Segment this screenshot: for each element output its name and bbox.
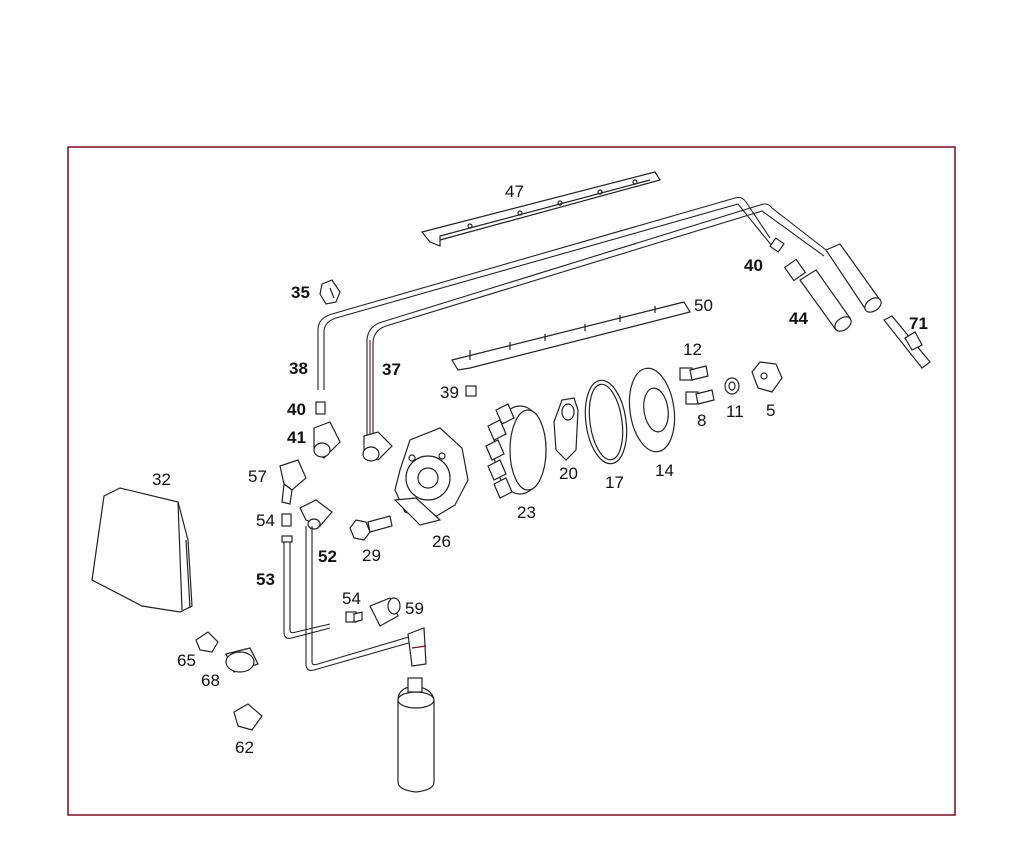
gasket-17 xyxy=(584,379,628,465)
callout-37: 37 xyxy=(382,360,401,379)
callout-40-right: 40 xyxy=(744,256,763,275)
callout-26: 26 xyxy=(432,532,451,551)
wire-52 xyxy=(305,526,413,671)
spark-plug-connector-upper xyxy=(825,243,882,313)
spark-plug-71 xyxy=(883,315,931,369)
ignition-wire-set xyxy=(317,196,827,440)
coil-boot xyxy=(407,627,427,667)
plate-5 xyxy=(751,361,783,393)
clip-68 xyxy=(225,647,259,673)
bracket-50 xyxy=(451,301,691,371)
callout-65: 65 xyxy=(177,651,196,670)
callout-17: 17 xyxy=(605,473,624,492)
connector-52 xyxy=(299,499,333,530)
connector-57 xyxy=(279,459,307,505)
callout-47: 47 xyxy=(505,182,524,201)
callout-40-left: 40 xyxy=(287,400,306,419)
callout-54-upper: 54 xyxy=(256,511,275,530)
wire-53 xyxy=(281,535,331,639)
callout-62: 62 xyxy=(235,738,254,757)
callout-8: 8 xyxy=(697,411,706,430)
callout-41: 41 xyxy=(287,428,306,447)
callout-11: 11 xyxy=(726,402,744,421)
cover-32 xyxy=(91,487,193,613)
callout-39: 39 xyxy=(440,383,459,402)
distributor-housing-26 xyxy=(393,427,469,526)
cover-14 xyxy=(628,367,676,453)
callout-52: 52 xyxy=(318,547,337,566)
washer-11 xyxy=(724,377,740,395)
callout-57: 57 xyxy=(248,467,267,486)
spark-plug-connector-44 xyxy=(769,237,852,332)
screw-12 xyxy=(679,365,709,381)
clip-65 xyxy=(195,631,219,653)
ignition-coil xyxy=(397,677,435,793)
connector-59 xyxy=(369,597,401,627)
callout-44: 44 xyxy=(789,309,808,328)
terminal-40-left xyxy=(315,401,326,415)
callout-50: 50 xyxy=(694,296,713,315)
callout-71: 71 xyxy=(909,314,928,333)
callout-38: 38 xyxy=(289,359,308,378)
clip-62 xyxy=(233,703,263,731)
terminal-54-upper xyxy=(281,513,292,527)
callout-20: 20 xyxy=(559,464,578,483)
callout-35: 35 xyxy=(291,283,310,302)
nut-39 xyxy=(465,385,477,397)
rotor-20 xyxy=(553,397,579,461)
connector-41 xyxy=(313,421,341,459)
callout-14: 14 xyxy=(655,461,674,480)
bolt-29 xyxy=(349,515,393,541)
bracket-47 xyxy=(420,171,661,247)
callout-12: 12 xyxy=(683,340,702,359)
callout-5: 5 xyxy=(766,401,775,420)
clip-35 xyxy=(319,279,341,305)
terminal-54-lower xyxy=(345,611,363,623)
diagram-frame xyxy=(67,146,956,816)
distributor-cap-23 xyxy=(485,403,547,499)
callout-32: 32 xyxy=(152,470,171,489)
callout-23: 23 xyxy=(517,503,536,522)
callout-59: 59 xyxy=(405,599,424,618)
callout-labels: 47 50 35 38 37 40 41 40 44 71 39 12 8 11… xyxy=(152,182,928,757)
connector-37 xyxy=(362,431,393,462)
callout-68: 68 xyxy=(201,671,220,690)
callout-54-lower: 54 xyxy=(342,589,361,608)
callout-29: 29 xyxy=(362,546,381,565)
screw-8 xyxy=(685,389,715,405)
callout-53: 53 xyxy=(256,570,275,589)
